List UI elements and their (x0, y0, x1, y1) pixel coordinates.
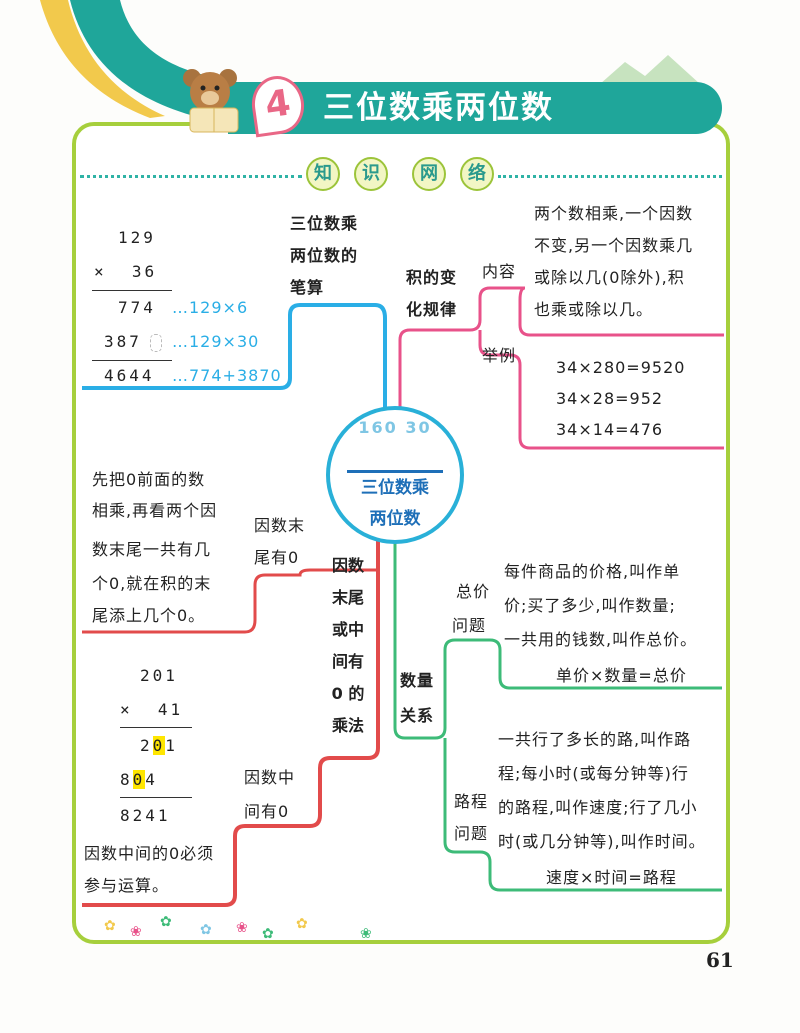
flower-icon: ✿ (200, 922, 212, 938)
written-calc-line3: 774 (118, 298, 156, 317)
chapter-title: 三位数乘两位数 (323, 90, 554, 126)
flower-icon: ✿ (160, 914, 172, 930)
distance-text-line1: 一共行了多长的路,叫作路 (498, 730, 692, 749)
zero-end-text-line2: 相乘,再看两个因 (92, 501, 218, 520)
distance-label-line2: 问题 (454, 824, 489, 843)
written-calc-line1: 129 (118, 228, 156, 247)
section-divider-right (498, 175, 722, 178)
product-content-line2: 不变,另一个因数乘几 (534, 236, 694, 255)
product-example-label: 举例 (482, 346, 517, 365)
distance-formula: 速度×时间=路程 (546, 868, 677, 887)
written-calc-note5: …774+3870 (172, 366, 282, 385)
written-calc-rule2 (92, 360, 172, 361)
bear-reading-icon (183, 69, 239, 133)
total-label-line1: 总价 (456, 582, 491, 601)
zero-title-line3: 或中 (331, 620, 364, 639)
distance-label-line1: 路程 (454, 792, 489, 811)
zero-title-line6: 乘法 (331, 716, 364, 735)
total-text-line3: 一共用的钱数,叫作总价。 (504, 630, 698, 649)
zero-title-line2: 末尾 (331, 588, 364, 607)
flower-icon: ✿ (296, 916, 308, 932)
total-text-line1: 每件商品的价格,叫作单 (504, 562, 681, 581)
zero-title-line1: 因数 (331, 556, 364, 575)
product-content-line1: 两个数相乘,一个因数 (534, 204, 694, 223)
written-title-line3: 笔算 (290, 278, 325, 297)
distance-text-line3: 的路程,叫作速度;行了几小 (498, 798, 698, 817)
zero-end-text-line4: 个0,就在积的末 (92, 574, 212, 593)
title-banner: 三位数乘两位数 (228, 82, 722, 134)
total-text-line2: 价;买了多少,叫作数量; (504, 596, 676, 615)
zero-end-text-line5: 尾添上几个0。 (92, 606, 206, 625)
zero-calc-line3: 201 (140, 736, 178, 755)
product-example-2: 34×28=952 (556, 389, 664, 408)
written-title-line1: 三位数乘 (290, 214, 359, 233)
center-title-line1: 三位数乘 (347, 470, 443, 499)
page-number: 61 (706, 948, 734, 972)
product-title-line2: 化规律 (406, 300, 458, 319)
zero-calc-line2: × 41 (120, 700, 184, 719)
distance-text-line2: 程;每小时(或每分钟等)行 (498, 764, 689, 783)
written-calc-line5: 4644 (104, 366, 155, 385)
zero-calc-line4: 804 (120, 770, 158, 789)
zero-title-line5: 0 的 (331, 684, 365, 703)
product-content-line4: 也乘或除以几。 (534, 300, 654, 319)
flower-icon: ❀ (236, 920, 248, 936)
total-formula: 单价×数量=总价 (556, 666, 687, 685)
zero-end-label-line2: 尾有0 (254, 548, 300, 567)
written-title-line2: 两位数的 (290, 246, 359, 265)
placeholder-zero-icon (150, 334, 162, 352)
written-calc-note3: …129×6 (172, 298, 249, 317)
zero-mid-text-line2: 参与运算。 (84, 876, 170, 895)
zero-calc-rule1 (120, 727, 192, 728)
zero-title-line4: 间有 (331, 652, 364, 671)
highlight-zero: 0 (132, 770, 146, 789)
quantity-title-line2: 关系 (400, 706, 435, 725)
product-example-1: 34×280=9520 (556, 358, 686, 377)
center-title-line2: 两位数 (369, 509, 421, 529)
zero-mid-label-line1: 因数中 (244, 768, 296, 787)
written-calc-line4: 387 (104, 332, 142, 351)
section-divider-left (80, 175, 302, 178)
flower-icon: ✿ (104, 918, 116, 934)
product-content-label: 内容 (482, 262, 517, 281)
zero-mid-label-line2: 间有0 (244, 802, 290, 821)
total-label-line2: 问题 (452, 616, 487, 635)
zero-end-text-line3: 数末尾一共有几 (92, 540, 212, 559)
section-char-3: 网 (412, 157, 446, 191)
center-node: 160 30 三位数乘 两位数 (326, 406, 464, 544)
zero-calc-rule2 (120, 797, 192, 798)
quantity-title-line1: 数量 (400, 671, 435, 690)
section-char-2: 识 (354, 157, 388, 191)
written-calc-line2: × 36 (94, 262, 158, 281)
highlight-zero: 0 (152, 736, 166, 755)
product-content-line3: 或除以几(0除外),积 (534, 268, 685, 287)
flower-icon: ❀ (130, 924, 142, 940)
written-calc-rule1 (92, 290, 172, 291)
zero-end-label-line1: 因数末 (254, 516, 306, 535)
product-example-3: 34×14=476 (556, 420, 664, 439)
zero-end-text-line1: 先把0前面的数 (92, 470, 206, 489)
zero-mid-text-line1: 因数中间的0必须 (84, 844, 215, 863)
zero-calc-line5: 8241 (120, 806, 171, 825)
written-calc-note4: …129×30 (172, 332, 260, 351)
section-char-4: 络 (460, 157, 494, 191)
center-icon-numbers: 160 30 (358, 418, 432, 437)
product-title-line1: 积的变 (406, 268, 458, 287)
flower-icon: ✿ (262, 926, 274, 942)
distance-text-line4: 时(或几分钟等),叫作时间。 (498, 832, 706, 851)
flower-icon: ❀ (360, 926, 372, 942)
section-char-1: 知 (306, 157, 340, 191)
zero-calc-line1: 201 (140, 666, 178, 685)
